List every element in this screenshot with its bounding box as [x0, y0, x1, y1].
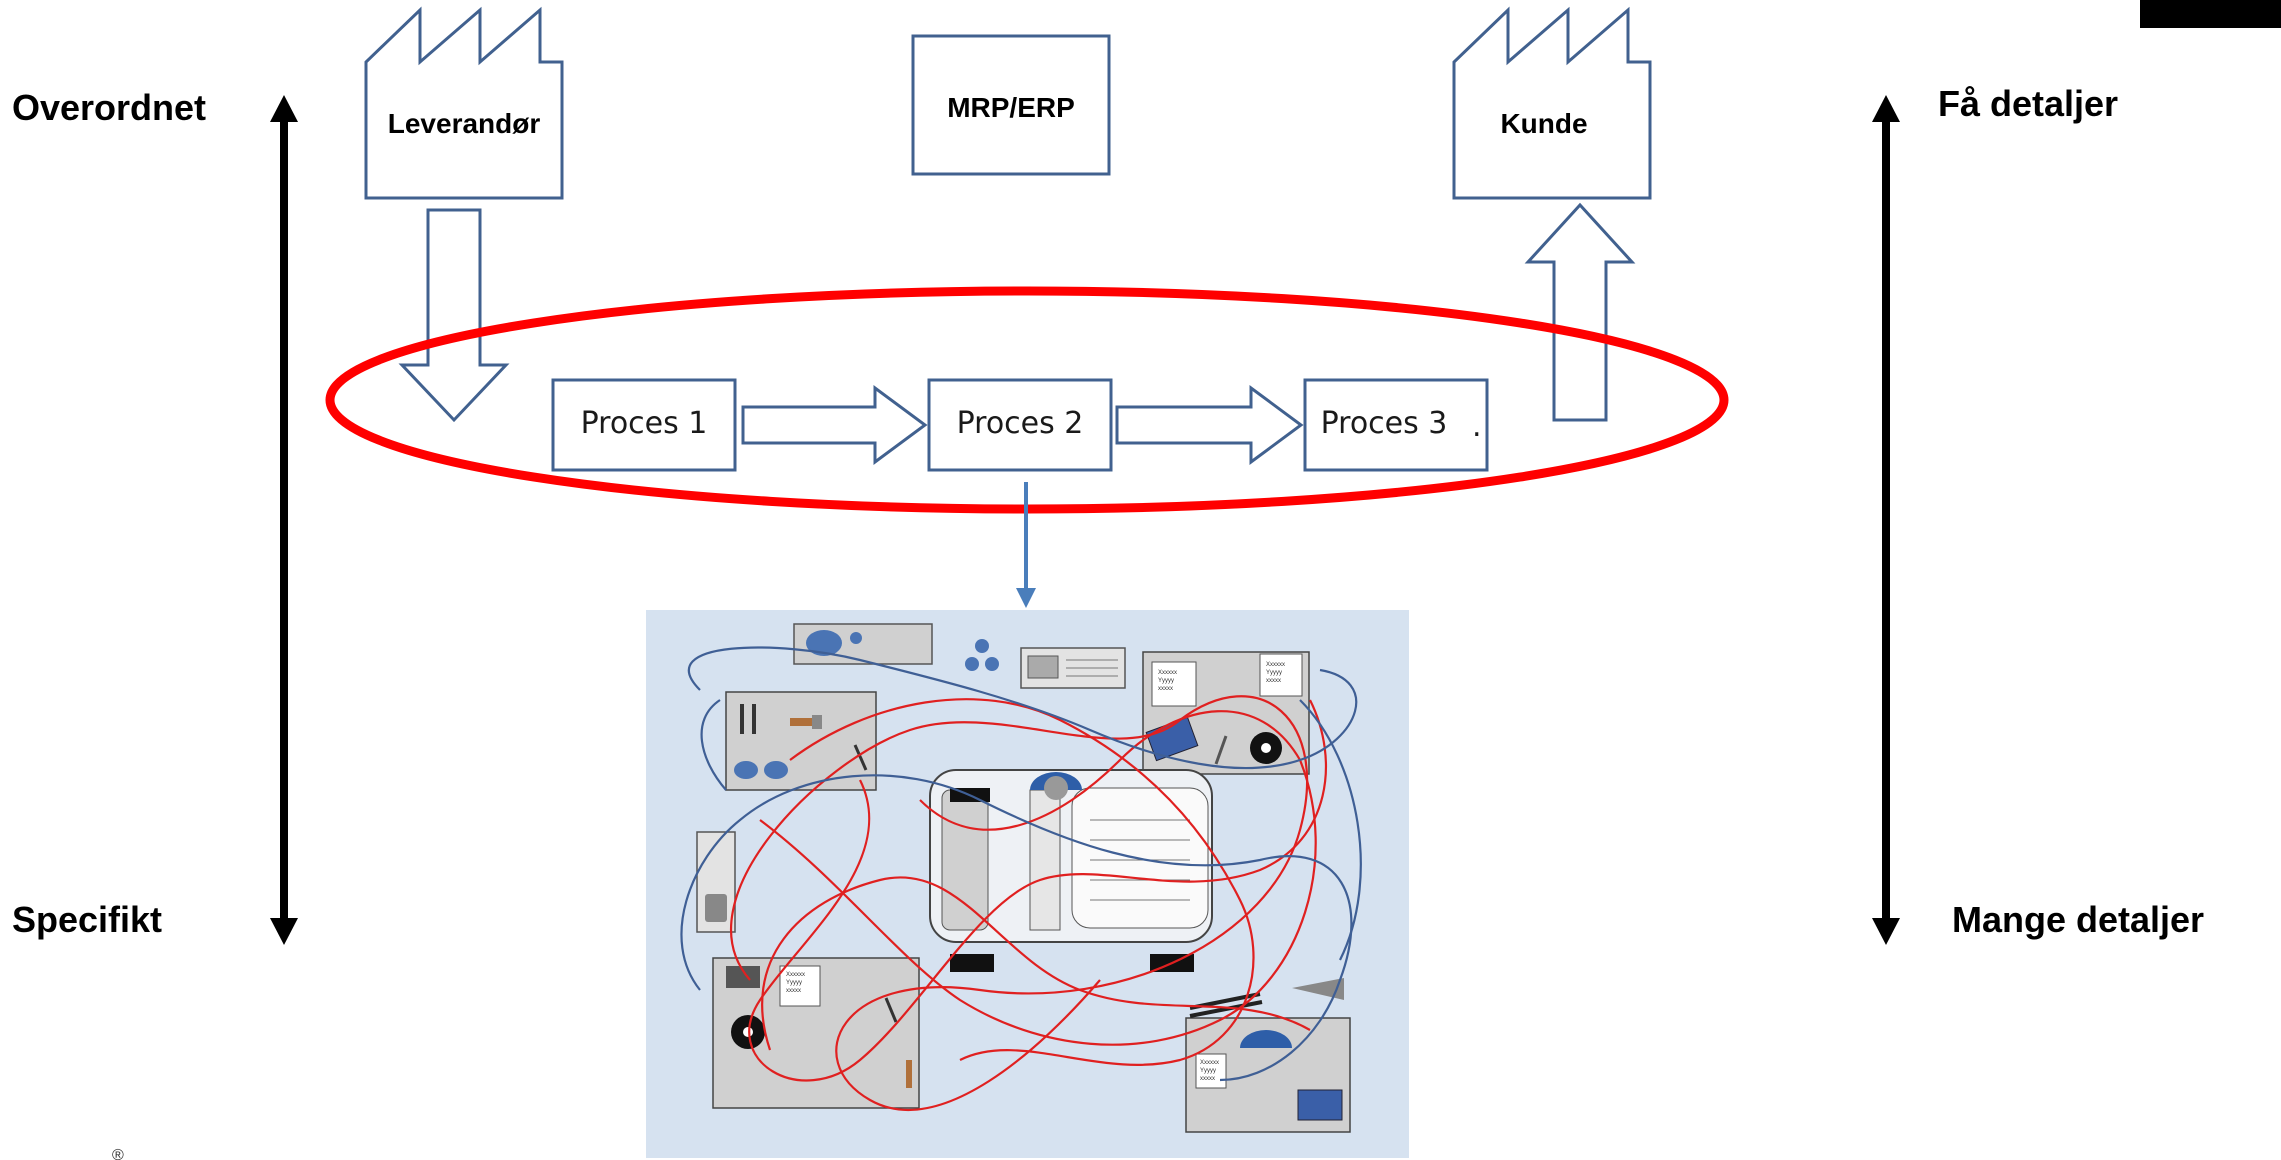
- doc-note-line: Yyyyy: [1200, 1068, 1216, 1074]
- doc-note-line: Xxxxxx: [786, 972, 805, 978]
- doc-note-line: Xxxxxx: [1158, 670, 1177, 676]
- supplier-factory-icon: [364, 6, 564, 200]
- label-mange-detaljer: Mange detaljer: [1952, 899, 2204, 940]
- customer-label: Kunde: [1500, 108, 1587, 139]
- flow-arrow-2-3: [1115, 385, 1304, 465]
- right-scale-arrow: [1872, 95, 1900, 945]
- supplier-label: Leverandør: [388, 108, 541, 139]
- process-3-label: Proces 3: [1321, 406, 1448, 441]
- mrp-erp-label: MRP/ERP: [947, 92, 1075, 123]
- doc-note-line: Yyyyy: [786, 980, 802, 986]
- doc-note-line: xxxxx: [1158, 686, 1173, 692]
- floor-plan-image: [646, 610, 1409, 1158]
- process-3-box: [1303, 378, 1489, 472]
- label-faa-detaljer: Få detaljer: [1938, 83, 2118, 124]
- corner-tab: [2140, 0, 2281, 28]
- doc-note-line: Yyyyy: [1158, 678, 1174, 684]
- supplier-inbound-arrow: [398, 208, 510, 423]
- doc-note-line: xxxxx: [786, 988, 801, 994]
- flow-arrow-1-2: [741, 385, 928, 465]
- customer-outbound-arrow: [1524, 202, 1636, 422]
- doc-note-line: Yyyyy: [1266, 670, 1282, 676]
- process-1-box: [551, 378, 737, 472]
- customer-factory-icon: [1452, 6, 1652, 200]
- process-1-label: Proces 1: [581, 406, 708, 441]
- doc-note-line: Xxxxxx: [1200, 1060, 1219, 1066]
- label-overordnet: Overordnet: [12, 87, 206, 128]
- left-scale-arrow: [270, 95, 298, 945]
- registered-mark: ®: [112, 1147, 124, 1160]
- doc-note-line: xxxxx: [1266, 678, 1281, 684]
- process-2-box: [927, 378, 1113, 472]
- label-specifikt: Specifikt: [12, 899, 162, 940]
- drilldown-connector: [1016, 482, 1036, 608]
- process-2-label: Proces 2: [957, 406, 1084, 441]
- process-3-dot: .: [1472, 409, 1482, 444]
- doc-note-line: xxxxx: [1200, 1076, 1215, 1082]
- mrp-erp-box: [911, 34, 1111, 176]
- doc-note-line: Xxxxxx: [1266, 662, 1285, 668]
